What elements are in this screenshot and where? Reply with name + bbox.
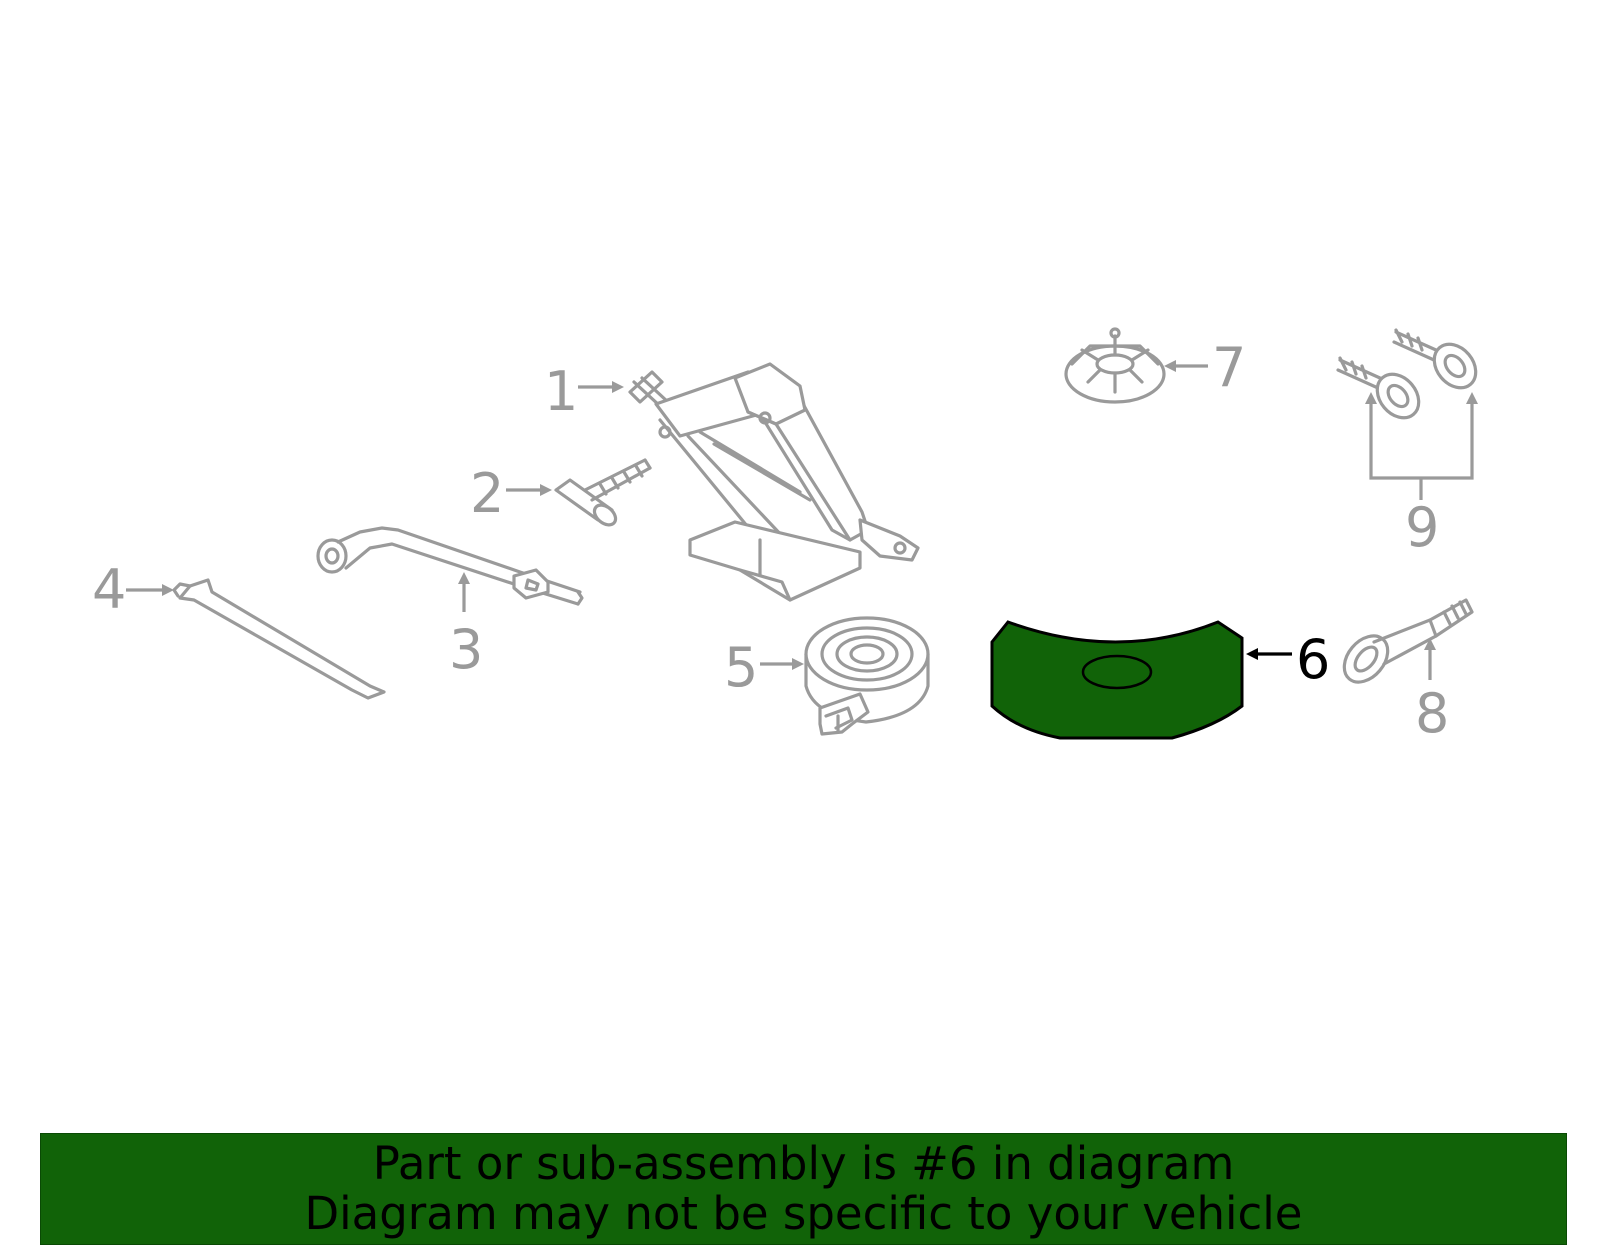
banner-line-2: Diagram may not be specific to your vehi… [304,1187,1303,1240]
callout-8: 8 [1415,682,1449,745]
arrowhead-4 [162,584,174,596]
banner-line-1: Part or sub-assembly is #6 in diagram [372,1137,1235,1190]
arrowhead-2 [540,484,552,496]
part-8-tow-hook [1342,598,1474,684]
arrowhead-6 [1246,648,1258,660]
part-7-cap [1064,327,1166,404]
arrowhead-7 [1164,360,1176,372]
callout-7: 7 [1212,336,1246,399]
arrowhead-1 [612,381,624,393]
arrowhead-9a [1365,392,1377,404]
callout-numbers: 1 2 3 4 5 6 7 8 9 [92,336,1449,745]
callout-6: 6 [1296,628,1330,691]
callout-1: 1 [544,360,578,423]
leader-lines [126,360,1478,680]
callout-5: 5 [724,636,758,699]
part-3-wrench [316,526,584,606]
part-5-pad [804,616,930,736]
callout-4: 4 [92,558,126,621]
part-9-tie-downs [1336,328,1478,420]
leader-9 [1369,398,1474,500]
part-4-handle [172,578,386,700]
part-1-jack [628,362,920,602]
arrowhead-9b [1466,392,1478,404]
arrowhead-8 [1424,638,1436,650]
arrowhead-3 [458,572,470,584]
callout-3: 3 [449,618,483,681]
callout-9: 9 [1405,496,1439,559]
callout-2: 2 [470,462,504,525]
arrowhead-5 [792,658,804,670]
info-banner: Part or sub-assembly is #6 in diagram Di… [40,1133,1567,1245]
part-2-bolt [554,458,652,527]
part-6-spacer-highlighted[interactable] [990,620,1244,740]
